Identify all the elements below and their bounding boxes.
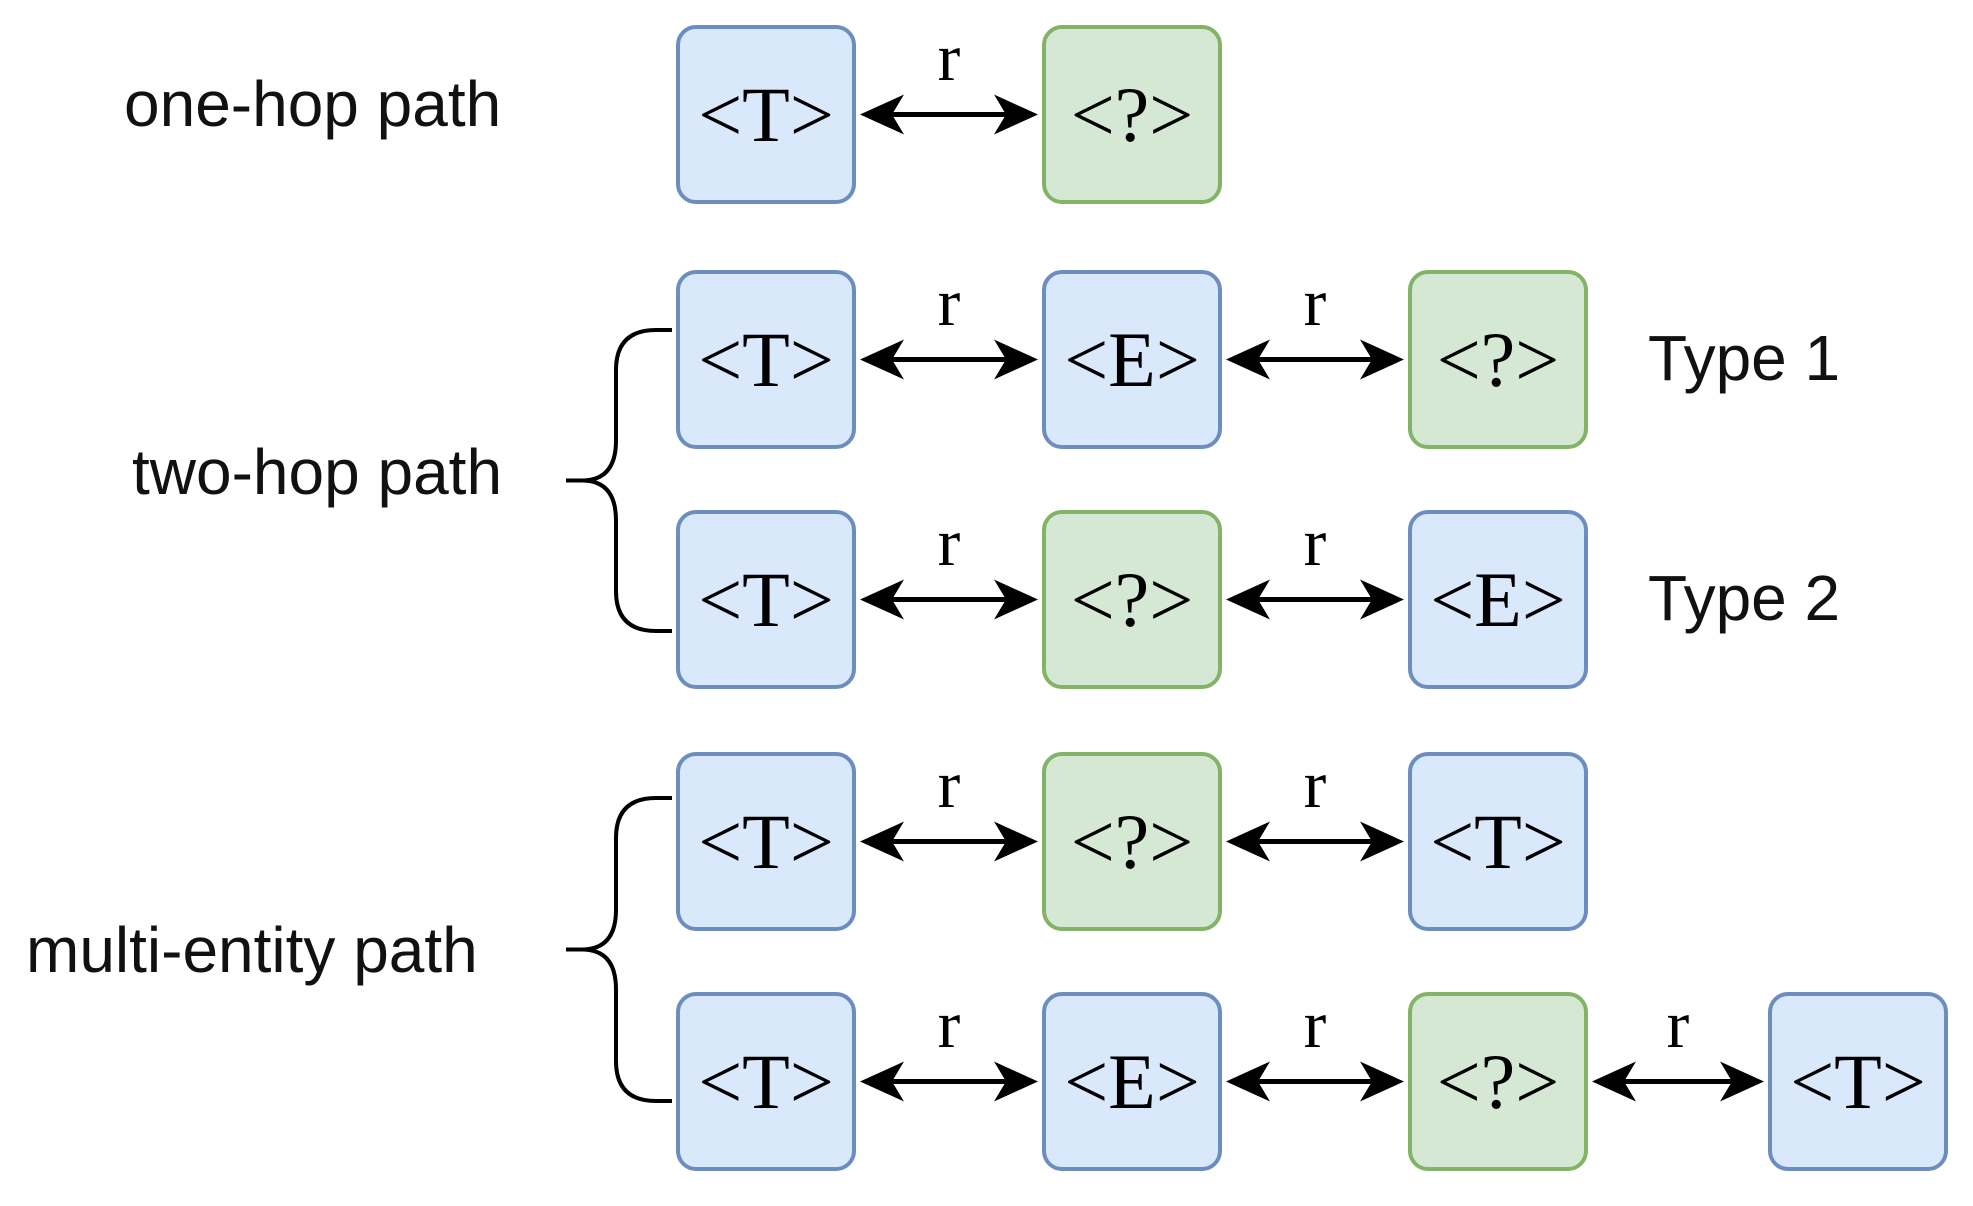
entity-node: <E> [1042,992,1222,1171]
node-label: <T> [1790,1037,1926,1125]
row-label: one-hop path [124,68,502,140]
arrowhead-right [1360,821,1404,862]
row-label: multi-entity path [26,914,478,986]
node-label: <T> [1430,797,1566,885]
query-node: <?> [1408,992,1588,1171]
entity-node: <T> [676,270,856,449]
node-label: <?> [1070,797,1194,885]
node-label: <?> [1436,315,1560,403]
entity-node: <T> [1768,992,1948,1171]
relation-label: r [1303,263,1327,340]
query-node: <?> [1408,270,1588,449]
relation-label: r [937,18,961,95]
grouping-brace [581,328,672,633]
node-label: <?> [1070,70,1194,158]
arrowhead-left [1592,1061,1636,1102]
entity-node: <T> [676,25,856,204]
arrowhead-left [1226,821,1270,862]
arrowhead-right [994,1061,1038,1102]
arrowhead-right [994,579,1038,620]
arrowhead-right [1720,1061,1764,1102]
entity-node: <T> [676,510,856,689]
node-label: <?> [1436,1037,1560,1125]
arrowhead-left [860,579,904,620]
relation-label: r [937,745,961,822]
grouping-brace [581,796,672,1103]
relation-label: r [1303,985,1327,1062]
entity-node: <T> [1408,752,1588,931]
arrowhead-left [1226,339,1270,380]
row-label: two-hop path [132,436,503,508]
arrowhead-left [860,94,904,135]
node-label: <T> [698,315,834,403]
node-label: <T> [698,797,834,885]
arrowhead-right [994,339,1038,380]
arrowhead-left [1226,579,1270,620]
entity-node: <E> [1408,510,1588,689]
chain-type-label: Type 1 [1648,321,1841,394]
arrowhead-right [1360,1061,1404,1102]
query-node: <?> [1042,25,1222,204]
relation-label: r [1303,745,1327,822]
query-node: <?> [1042,510,1222,689]
node-label: <E> [1064,1037,1200,1125]
entity-node: <T> [676,992,856,1171]
arrowhead-right [1360,579,1404,620]
relation-label: r [937,263,961,340]
arrowhead-left [860,821,904,862]
entity-node: <E> [1042,270,1222,449]
arrowhead-left [860,1061,904,1102]
arrowhead-left [860,339,904,380]
entity-node: <T> [676,752,856,931]
arrowhead-left [1226,1061,1270,1102]
node-label: <T> [698,555,834,643]
node-label: <E> [1430,555,1566,643]
relation-label: r [937,503,961,580]
node-label: <T> [698,1037,834,1125]
node-label: <?> [1070,555,1194,643]
node-label: <E> [1064,315,1200,403]
relation-label: r [1303,503,1327,580]
chain-type-label: Type 2 [1648,561,1841,634]
node-label: <T> [698,70,834,158]
arrowhead-right [1360,339,1404,380]
query-node: <?> [1042,752,1222,931]
relation-label: r [937,985,961,1062]
arrowhead-right [994,821,1038,862]
arrowhead-right [994,94,1038,135]
relation-label: r [1666,985,1690,1062]
